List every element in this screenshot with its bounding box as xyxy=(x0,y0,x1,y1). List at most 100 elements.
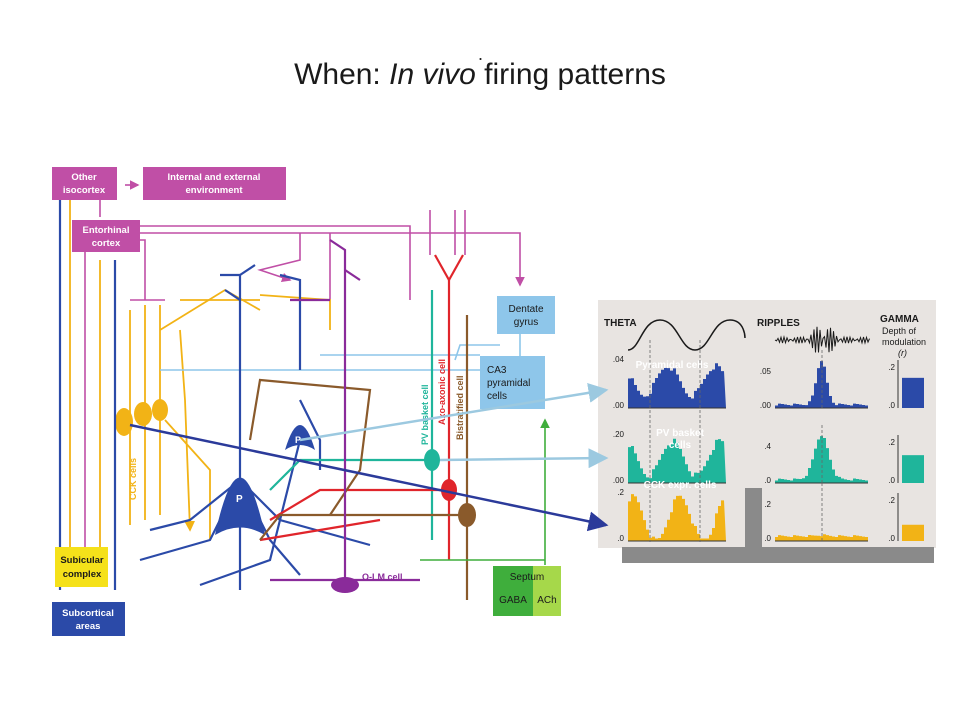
theta-tick-bottom-2: .0 xyxy=(617,534,624,543)
box-ca3-line2: pyramidal xyxy=(487,378,530,389)
gamma-bar-2 xyxy=(902,524,924,541)
gamma-bar-1 xyxy=(902,455,924,483)
ripple-tick-top-0: .05 xyxy=(760,367,772,376)
cck-soma-3 xyxy=(152,399,168,421)
ripple-tick-top-2: .2 xyxy=(764,500,771,509)
box-dentate-line1: Dentate xyxy=(508,304,543,315)
cck-soma-2 xyxy=(134,402,152,426)
box-entorhinal-line1: Entorhinal xyxy=(83,225,130,236)
row-label-pv-1: PV basket xyxy=(656,428,704,439)
gamma-tick-top-2: .2 xyxy=(888,496,895,505)
gaba-label: GABA xyxy=(499,595,527,606)
box-subicular-line1: Subicular xyxy=(60,555,104,566)
ripple-tick-bottom-2: .0 xyxy=(764,534,771,543)
connector-arrows xyxy=(129,382,609,532)
arrow-to-pv xyxy=(439,448,609,469)
olm-label: O-LM cell xyxy=(362,572,403,582)
panel-background xyxy=(598,300,936,548)
box-entorhinal: Entorhinal cortex xyxy=(72,220,140,252)
olm-cell xyxy=(270,239,420,582)
title-suffix: firing patterns xyxy=(475,58,666,91)
ripple-histogram-0 xyxy=(775,361,868,408)
bistratified-soma xyxy=(458,503,476,527)
theta-tick-bottom-1: .00 xyxy=(613,476,625,485)
box-ca3-line1: CA3 xyxy=(487,365,507,376)
gamma-tick-top-0: .2 xyxy=(888,363,895,372)
box-other-isocortex-line2: isocortex xyxy=(63,185,106,196)
box-ca3-line3: cells xyxy=(487,391,507,402)
gamma-tick-bottom-0: .0 xyxy=(888,401,895,410)
ripple-tick-bottom-0: .00 xyxy=(760,401,772,410)
row-label-pv-2: cells xyxy=(669,440,692,451)
panel-shelf xyxy=(622,547,934,563)
panel-rows: .04 .00 .05 .00 .2 .0 .20 .00 .4 .0 .2 .0 .2 .0 .2 .0 .2… xyxy=(613,340,924,543)
septal-projections xyxy=(420,418,550,565)
box-subicular-line2: complex xyxy=(63,569,102,580)
cck-cells-label: CCK cells xyxy=(128,458,138,500)
ripple-wave xyxy=(774,326,870,353)
panel-divider xyxy=(745,488,762,550)
olm-soma xyxy=(331,577,359,593)
box-other-isocortex-line1: Other xyxy=(71,172,97,183)
gamma-sub-2: modulation xyxy=(882,337,926,347)
gamma-bar-0 xyxy=(902,377,924,408)
axo-axonic-label: Axo-axonic cell xyxy=(437,359,447,425)
box-subcortical-line1: Subcortical xyxy=(62,608,114,619)
box-septum: Septum GABA ACh xyxy=(493,566,561,616)
pv-basket-cell xyxy=(269,290,434,540)
title-prefix: When: xyxy=(294,58,390,91)
pyramidal-soma xyxy=(215,477,265,535)
ripples-heading: RIPPLES xyxy=(757,318,800,329)
box-subcortical-line2: areas xyxy=(76,621,101,632)
theta-wave xyxy=(627,319,746,351)
ripple-tick-top-1: .4 xyxy=(764,442,771,451)
row-label-cck: CCK expr. cells xyxy=(644,480,717,491)
theta-histogram-0 xyxy=(628,363,726,408)
pyramidal-label: P xyxy=(236,494,243,505)
axo-axonic-cell xyxy=(259,254,464,560)
cck-soma-1 xyxy=(115,408,133,436)
gamma-tick-top-1: .2 xyxy=(888,438,895,447)
gamma-tick-bottom-1: .0 xyxy=(888,476,895,485)
title-italic: In vivo xyxy=(389,58,476,91)
theta-histogram-2 xyxy=(628,494,726,541)
slide-title: When: In vivo firing patterns xyxy=(0,58,960,92)
firing-panel: THETA RIPPLES GAMMA Depth of modulation … xyxy=(598,300,936,563)
ripple-histogram-1 xyxy=(775,436,868,483)
theta-tick-top-2: .2 xyxy=(617,488,624,497)
box-entorhinal-line2: cortex xyxy=(92,238,121,249)
box-dentate: Dentate gyrus xyxy=(497,296,555,334)
pyramidal-cell xyxy=(58,198,371,590)
bistratified-cell xyxy=(248,315,469,600)
box-dentate-line2: gyrus xyxy=(514,317,538,328)
box-environment-line1: Internal and external xyxy=(168,172,261,183)
ripple-histogram-2 xyxy=(775,534,868,541)
magenta-projections xyxy=(80,180,525,557)
ripple-tick-bottom-1: .0 xyxy=(764,476,771,485)
gamma-sub-1: Depth of xyxy=(882,326,917,336)
gamma-tick-bottom-2: .0 xyxy=(888,534,895,543)
circuit-diagram: CCK cells P P xyxy=(52,167,561,636)
gamma-sub-3: (r) xyxy=(898,348,907,358)
gamma-heading: GAMMA xyxy=(880,314,919,325)
axo-axonic-soma xyxy=(441,479,457,501)
theta-tick-top-0: .04 xyxy=(613,355,625,364)
title-dot: . xyxy=(478,44,484,64)
bistratified-label: Bistratified cell xyxy=(455,375,465,440)
box-subicular: Subicular complex xyxy=(55,547,108,587)
box-subcortical: Subcortical areas xyxy=(52,602,125,636)
theta-tick-top-1: .20 xyxy=(613,430,625,439)
pyramidal-small-label: P xyxy=(295,435,301,445)
theta-heading: THETA xyxy=(604,318,637,329)
theta-tick-bottom-0: .00 xyxy=(613,401,625,410)
box-environment-line2: environment xyxy=(185,185,243,196)
box-environment: Internal and external environment xyxy=(143,167,286,200)
box-ca3: CA3 pyramidal cells xyxy=(480,356,545,409)
pv-basket-label: PV basket cell xyxy=(420,384,430,445)
row-label-pyramidal: Pyramidal cells xyxy=(636,360,709,371)
pv-basket-soma xyxy=(424,449,440,471)
box-other-isocortex: Other isocortex xyxy=(52,167,117,200)
ach-label: ACh xyxy=(537,595,556,606)
arrow-to-pyramidal xyxy=(299,382,609,442)
